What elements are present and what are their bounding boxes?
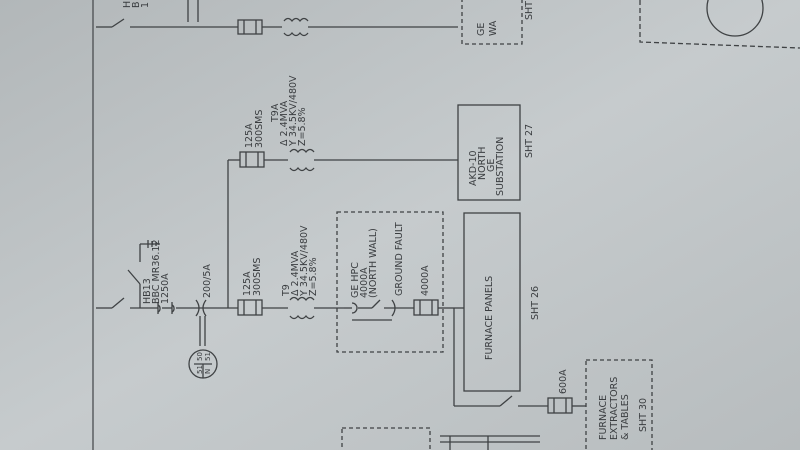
akd10-box xyxy=(457,104,521,201)
ge-hpc-line-1: GE HPC xyxy=(350,262,361,298)
relay-top: 50 xyxy=(196,352,204,361)
extractors-sheet: SHT 30 xyxy=(638,398,649,432)
top-box-line-1: GE xyxy=(476,23,487,36)
ge-hpc-line-2: 4000A xyxy=(359,267,370,298)
svg-text:1: 1 xyxy=(140,2,151,8)
akd10-line-3: GE xyxy=(486,159,497,172)
breaker-4000a-label: 4000A xyxy=(420,265,431,296)
t9-line-1: Δ 2.4MVA xyxy=(290,250,301,296)
ground-fault-label: GROUND FAULT xyxy=(394,222,405,296)
akd10-line-4: SUBSTATION xyxy=(495,137,506,196)
furnace-panels-label: FURNACE PANELS xyxy=(484,276,495,360)
bottom-box xyxy=(341,427,431,450)
ge-hpc-line-3: (NORTH WALL) xyxy=(368,228,379,298)
relay-mid: 51 xyxy=(204,352,212,361)
top-box xyxy=(461,0,523,45)
extractors-line-3: & TABLES xyxy=(620,394,631,440)
top-box-line-2: WA xyxy=(488,20,499,36)
akd10-line-1: AKD-10 xyxy=(468,150,479,186)
t9a-name: T9A xyxy=(270,103,281,123)
svg-text:B: B xyxy=(131,1,142,8)
t9-name: T9 xyxy=(281,284,292,297)
t9a-line-3: Z=5.8% xyxy=(297,107,308,146)
t9-line-2: Y 34.5KV/480V xyxy=(299,225,310,297)
extractors-line-1: FURNACE xyxy=(598,395,609,440)
fuse-t9a-label-2: 300SMS xyxy=(254,110,265,148)
extractors-line-2: EXTRACTORS xyxy=(609,377,620,440)
furnace-panels-sheet: SHT 26 xyxy=(530,286,541,320)
relay-right1: 51 xyxy=(196,365,204,374)
t9a-line-2: Y 34.5KV/480V xyxy=(288,75,299,147)
fuse-t9-label-1: 125A xyxy=(242,271,253,296)
drawing-circle xyxy=(706,0,764,37)
ge-hpc-box xyxy=(336,211,444,353)
fuse-600a-label: 600A xyxy=(558,369,569,394)
hb13-label-1: HB13 xyxy=(142,278,153,304)
ct-ratio-label: 200/5A xyxy=(202,264,213,298)
fuse-t9-label-2: 300SMS xyxy=(252,258,263,296)
akd10-sheet: SHT 27 xyxy=(524,124,535,158)
furnace-panels-box xyxy=(463,212,521,392)
akd10-line-2: NORTH xyxy=(477,147,488,180)
relay-right2: N xyxy=(204,369,212,374)
fuse-t9a-label-1: 125A xyxy=(244,123,255,148)
t9-line-3: Z=5.8% xyxy=(308,257,319,296)
hb13-label-3: 1250A xyxy=(160,273,171,304)
top-sheet-label: SHT xyxy=(524,1,535,20)
svg-text:H: H xyxy=(122,1,133,8)
extractors-box xyxy=(585,359,653,450)
t9a-line-1: Δ 2.4MVA xyxy=(279,100,290,146)
right-region-outline xyxy=(639,0,800,49)
hb13-label-2: BBC MR36.12 xyxy=(151,239,162,304)
